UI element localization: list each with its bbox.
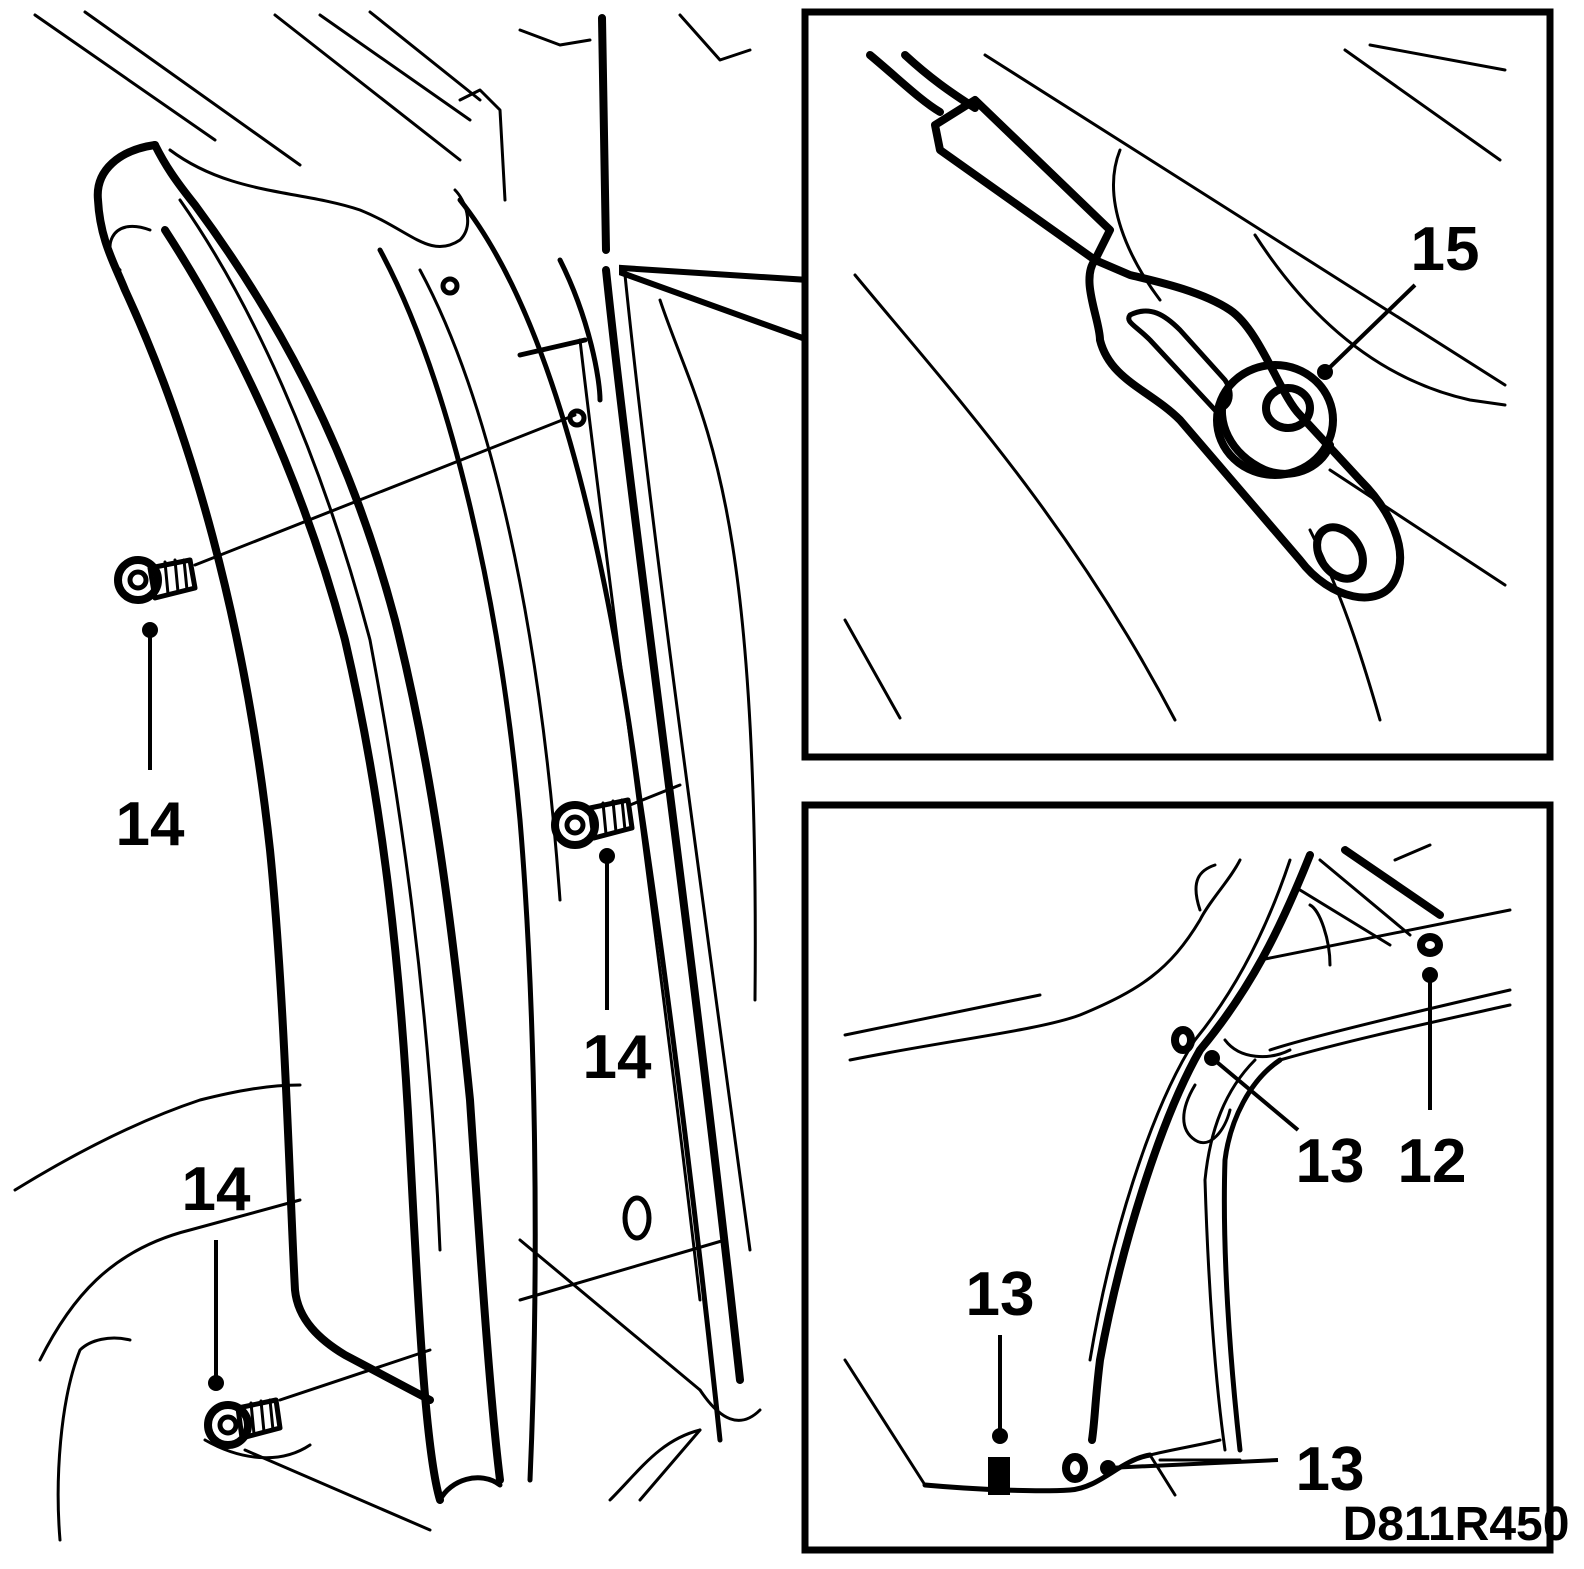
callout-13-bottom-right: 13 bbox=[1100, 1435, 1364, 1504]
svg-text:12: 12 bbox=[1398, 1127, 1467, 1196]
callout-12: 12 bbox=[1398, 967, 1467, 1196]
main-view: 14 14 14 bbox=[13, 10, 762, 1542]
svg-text:14: 14 bbox=[116, 790, 185, 859]
detail-top-panel: 15 bbox=[801, 8, 1554, 761]
callout-14-lower: 14 bbox=[182, 1155, 251, 1391]
detail-pointer bbox=[619, 264, 811, 345]
figure-id: D811R450 bbox=[1343, 1498, 1570, 1551]
callout-14-upper: 14 bbox=[116, 622, 185, 859]
detail-bottom-panel: 12 13 13 13 D811R450 bbox=[801, 801, 1570, 1554]
svg-text:13: 13 bbox=[966, 1260, 1035, 1329]
svg-text:14: 14 bbox=[583, 1023, 652, 1092]
callout-15: 15 bbox=[1317, 215, 1479, 380]
screw-icon bbox=[204, 1397, 283, 1449]
callout-13-mid: 13 bbox=[1204, 1050, 1364, 1196]
clip-icon bbox=[1417, 933, 1443, 957]
screw-icon bbox=[551, 797, 635, 849]
callout-14-middle: 14 bbox=[583, 848, 652, 1092]
bolt-icon bbox=[1213, 361, 1337, 479]
clip-icon bbox=[1062, 1453, 1088, 1483]
clip-icon bbox=[1171, 1026, 1195, 1054]
callout-13-bottom-left: 13 bbox=[966, 1260, 1035, 1495]
svg-text:13: 13 bbox=[1296, 1435, 1365, 1504]
svg-text:14: 14 bbox=[182, 1155, 251, 1224]
svg-text:13: 13 bbox=[1296, 1127, 1365, 1196]
screw-icon bbox=[114, 556, 198, 604]
svg-text:15: 15 bbox=[1411, 215, 1480, 284]
